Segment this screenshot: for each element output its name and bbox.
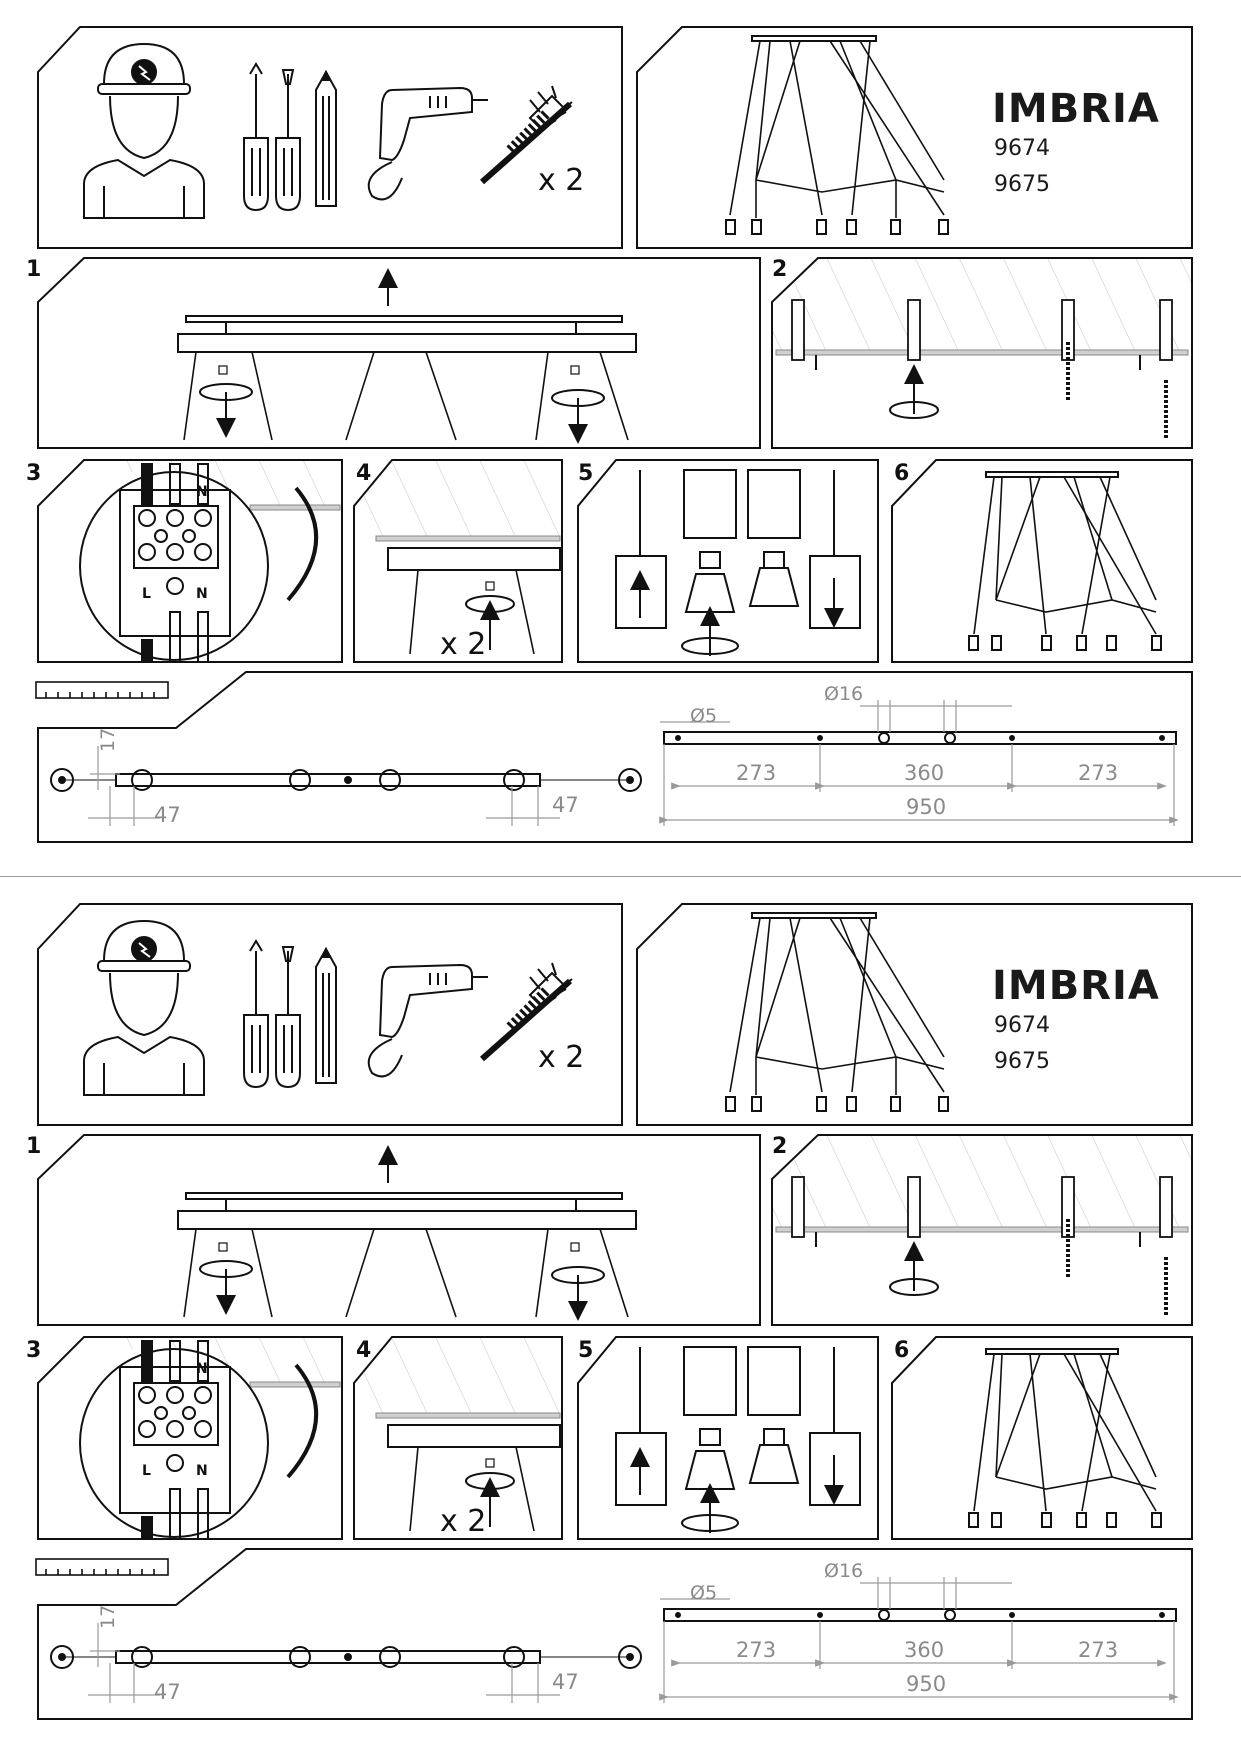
step-5-panel [577, 459, 879, 663]
phillips-screwdriver-icon [243, 62, 269, 212]
wall-plug-icon [791, 299, 1173, 361]
step-4-number: 4 [356, 461, 371, 486]
instruction-sheet: x 2 [26, 26, 1193, 843]
product-name: IMBRIA [992, 86, 1160, 132]
product-code-1: 9674 [994, 136, 1050, 161]
product-panel [636, 26, 1193, 249]
wall-plug-quantity: x 2 [538, 1040, 584, 1075]
step-2-number: 2 [772, 1134, 787, 1159]
product-code-2: 9675 [994, 1049, 1050, 1074]
tools-panel [37, 26, 623, 249]
dimension-segment-middle: 360 [904, 1638, 944, 1662]
dimension-segment-right: 273 [1078, 1638, 1118, 1662]
step-3-panel [37, 1336, 343, 1540]
step-1-number: 1 [26, 1134, 41, 1159]
step-2-number: 2 [772, 257, 787, 282]
step-3-number: 3 [26, 1338, 41, 1363]
step-4-number: 4 [356, 1338, 371, 1363]
dimensions-panel [37, 671, 1193, 843]
dimensions-panel [37, 1548, 1193, 1720]
step-4-quantity: x 2 [440, 627, 486, 662]
step-1-number: 1 [26, 257, 41, 282]
dimension-hole-small: Ø5 [690, 705, 717, 727]
drill-icon [367, 86, 488, 201]
dimension-total: 950 [906, 1672, 946, 1696]
dimension-offset-right: 47 [552, 793, 579, 817]
dimension-hole-large: Ø16 [824, 683, 863, 705]
flat-screwdriver-icon [275, 69, 301, 212]
product-name: IMBRIA [992, 963, 1160, 1009]
dimension-hole-small: Ø5 [690, 1582, 717, 1604]
instruction-drawing: x 2 [26, 26, 1193, 843]
step-1-panel [37, 257, 761, 449]
product-panel [636, 903, 1193, 1126]
terminal-label-bottom-n: N [196, 1463, 208, 1479]
tools-panel [37, 903, 623, 1126]
dimension-height: 17 [97, 728, 119, 752]
dimension-height: 17 [97, 1605, 119, 1629]
ruler-icon [35, 681, 169, 699]
terminal-label-top-n: N [196, 484, 208, 500]
phillips-screwdriver-icon [243, 939, 269, 1089]
dimension-segment-middle: 360 [904, 761, 944, 785]
step-4-panel [353, 1336, 563, 1540]
dimension-segment-right: 273 [1078, 761, 1118, 785]
step-6-panel [891, 1336, 1193, 1540]
step-6-number: 6 [894, 1338, 909, 1363]
step-6-number: 6 [894, 461, 909, 486]
product-code-1: 9674 [994, 1013, 1050, 1038]
step-2-panel [771, 257, 1193, 449]
step-2-panel [771, 1134, 1193, 1326]
step-5-number: 5 [578, 1338, 593, 1363]
instruction-sheet-copy: x 2 [0, 877, 1241, 1754]
terminal-label-bottom-l: L [142, 586, 151, 602]
flat-screwdriver-icon [275, 946, 301, 1089]
terminal-label-bottom-n: N [196, 586, 208, 602]
drill-icon [367, 963, 488, 1078]
terminal-label-top-n: N [196, 1361, 208, 1377]
step-4-panel [353, 459, 563, 663]
instruction-drawing-copy: x 2 [26, 903, 1193, 1720]
terminal-label-top-l: L [142, 1361, 151, 1377]
step-5-panel [577, 1336, 879, 1540]
pencil-icon [315, 69, 337, 207]
dimension-hole-large: Ø16 [824, 1560, 863, 1582]
step-1-panel [37, 1134, 761, 1326]
ruler-icon [35, 1558, 169, 1576]
product-code-2: 9675 [994, 172, 1050, 197]
dimension-segment-left: 273 [736, 1638, 776, 1662]
wall-plug-icon [480, 85, 573, 185]
step-3-panel [37, 459, 343, 663]
dimension-total: 950 [906, 795, 946, 819]
electrician-icon [83, 919, 205, 1096]
pencil-icon [315, 946, 337, 1084]
dimension-offset-left: 47 [154, 803, 181, 827]
step-4-quantity: x 2 [440, 1504, 486, 1539]
step-6-panel [891, 459, 1193, 663]
page-divider [0, 876, 1241, 877]
step-5-number: 5 [578, 461, 593, 486]
wall-plug-quantity: x 2 [538, 163, 584, 198]
step-3-number: 3 [26, 461, 41, 486]
wall-plug-icon [480, 962, 573, 1062]
terminal-label-top-l: L [142, 484, 151, 500]
terminal-label-bottom-l: L [142, 1463, 151, 1479]
electrician-icon [83, 42, 205, 219]
dimension-offset-right: 47 [552, 1670, 579, 1694]
wall-plug-icon [791, 1176, 1173, 1238]
dimension-offset-left: 47 [154, 1680, 181, 1704]
dimension-segment-left: 273 [736, 761, 776, 785]
